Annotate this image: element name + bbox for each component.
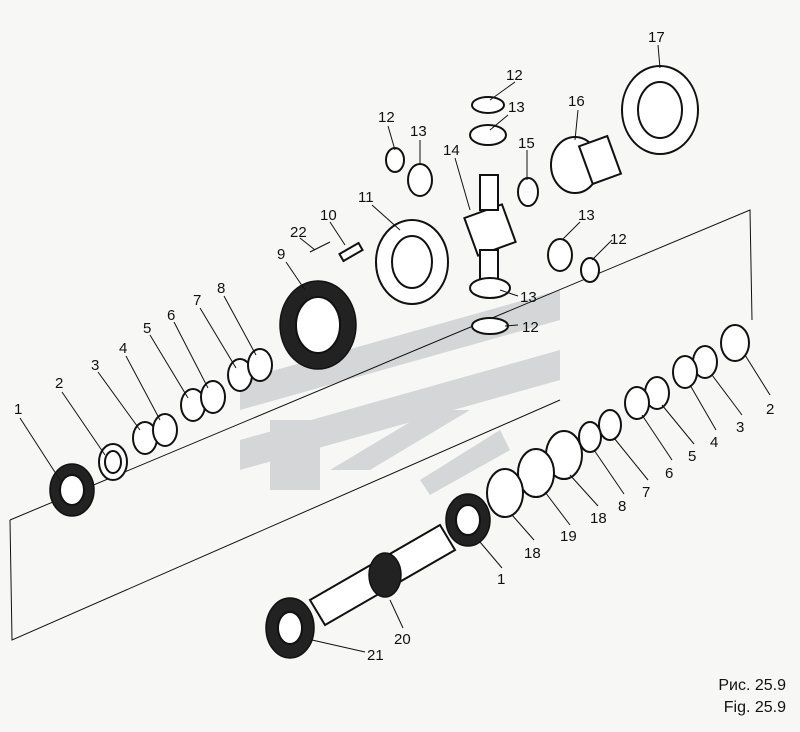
callout-2-upper: 2: [55, 375, 63, 392]
callout-7-upper: 7: [193, 292, 201, 309]
bolt-10: [338, 241, 364, 263]
figure-caption-en: Fig. 25.9: [723, 699, 786, 716]
spider-assembly: [385, 96, 600, 335]
callout-11: 11: [358, 189, 374, 206]
callout-5-upper: 5: [143, 320, 151, 337]
callout-8-upper: 8: [217, 280, 225, 297]
gear-13-left: [407, 163, 433, 197]
callout-13-right: 13: [578, 207, 595, 224]
callout-15: 15: [518, 135, 535, 152]
callout-9: 9: [277, 246, 285, 263]
ring-18-lower: [486, 468, 524, 518]
shaft-assembly: [265, 523, 457, 659]
callout-8-lower: 8: [618, 498, 626, 515]
ring-7-lower: [598, 409, 622, 441]
spider-arm-bottom: [479, 249, 499, 281]
ring-4-upper: [152, 413, 178, 447]
callout-13-bottom: 13: [520, 289, 537, 306]
callout-4-upper: 4: [119, 340, 127, 357]
callout-12-top: 12: [506, 67, 523, 84]
ring-2-lower: [720, 324, 750, 362]
ring-4-lower: [672, 355, 698, 389]
callout-3-upper: 3: [91, 357, 99, 374]
callout-19: 19: [560, 528, 577, 545]
callout-1-lower: 1: [497, 571, 505, 588]
ring-8-lower: [578, 421, 602, 453]
figure-caption-ru: Рис. 25.9: [718, 677, 786, 694]
washer-15: [517, 177, 539, 207]
lower-row-parts: [445, 324, 750, 547]
callout-12-left: 12: [378, 109, 395, 126]
callout-3-lower: 3: [736, 419, 744, 436]
gear-13-top: [469, 124, 507, 146]
assembly-frame: [9, 209, 753, 641]
gear-13-bottom: [469, 277, 511, 299]
ring-8-upper: [247, 348, 273, 382]
callout-16: 16: [568, 93, 585, 110]
callout-1-upper: 1: [14, 401, 22, 418]
callout-13-top: 13: [508, 99, 525, 116]
callout-12-right: 12: [610, 231, 627, 248]
callout-21: 21: [367, 647, 384, 664]
upper-row-parts: [49, 219, 449, 517]
callout-17: 17: [648, 29, 665, 46]
callout-22: 22: [290, 224, 307, 241]
callout-7-lower: 7: [642, 484, 650, 501]
callout-10: 10: [320, 207, 337, 224]
callout-labels: 1 2 3 4 5 6 7 8 9 10 11 22 12 13 14 12 1…: [14, 29, 774, 664]
callout-4-lower: 4: [710, 434, 718, 451]
gear-13-right: [547, 238, 573, 272]
callout-6-upper: 6: [167, 307, 175, 324]
right-parts: [550, 65, 699, 194]
washer-12-right: [580, 257, 600, 283]
spider-14: [463, 203, 517, 257]
callout-13-left: 13: [410, 123, 427, 140]
callout-2-lower: 2: [766, 401, 774, 418]
washer-12-left: [385, 147, 405, 173]
ring-19: [517, 448, 555, 498]
leader-lines: [19, 44, 771, 653]
washer-12-top: [471, 96, 505, 114]
callout-18-lower: 18: [524, 545, 541, 562]
callout-20: 20: [394, 631, 411, 648]
spider-arm-top: [479, 174, 499, 211]
ring-6-upper: [200, 380, 226, 414]
washer-12-bottom: [471, 317, 509, 335]
callout-6-lower: 6: [665, 465, 673, 482]
callout-18-upper: 18: [590, 510, 607, 527]
callout-12-bottom: 12: [522, 319, 539, 336]
callout-14: 14: [443, 142, 460, 159]
callout-5-lower: 5: [688, 448, 696, 465]
pin-22: [309, 241, 331, 253]
ring-6-lower: [624, 386, 650, 420]
